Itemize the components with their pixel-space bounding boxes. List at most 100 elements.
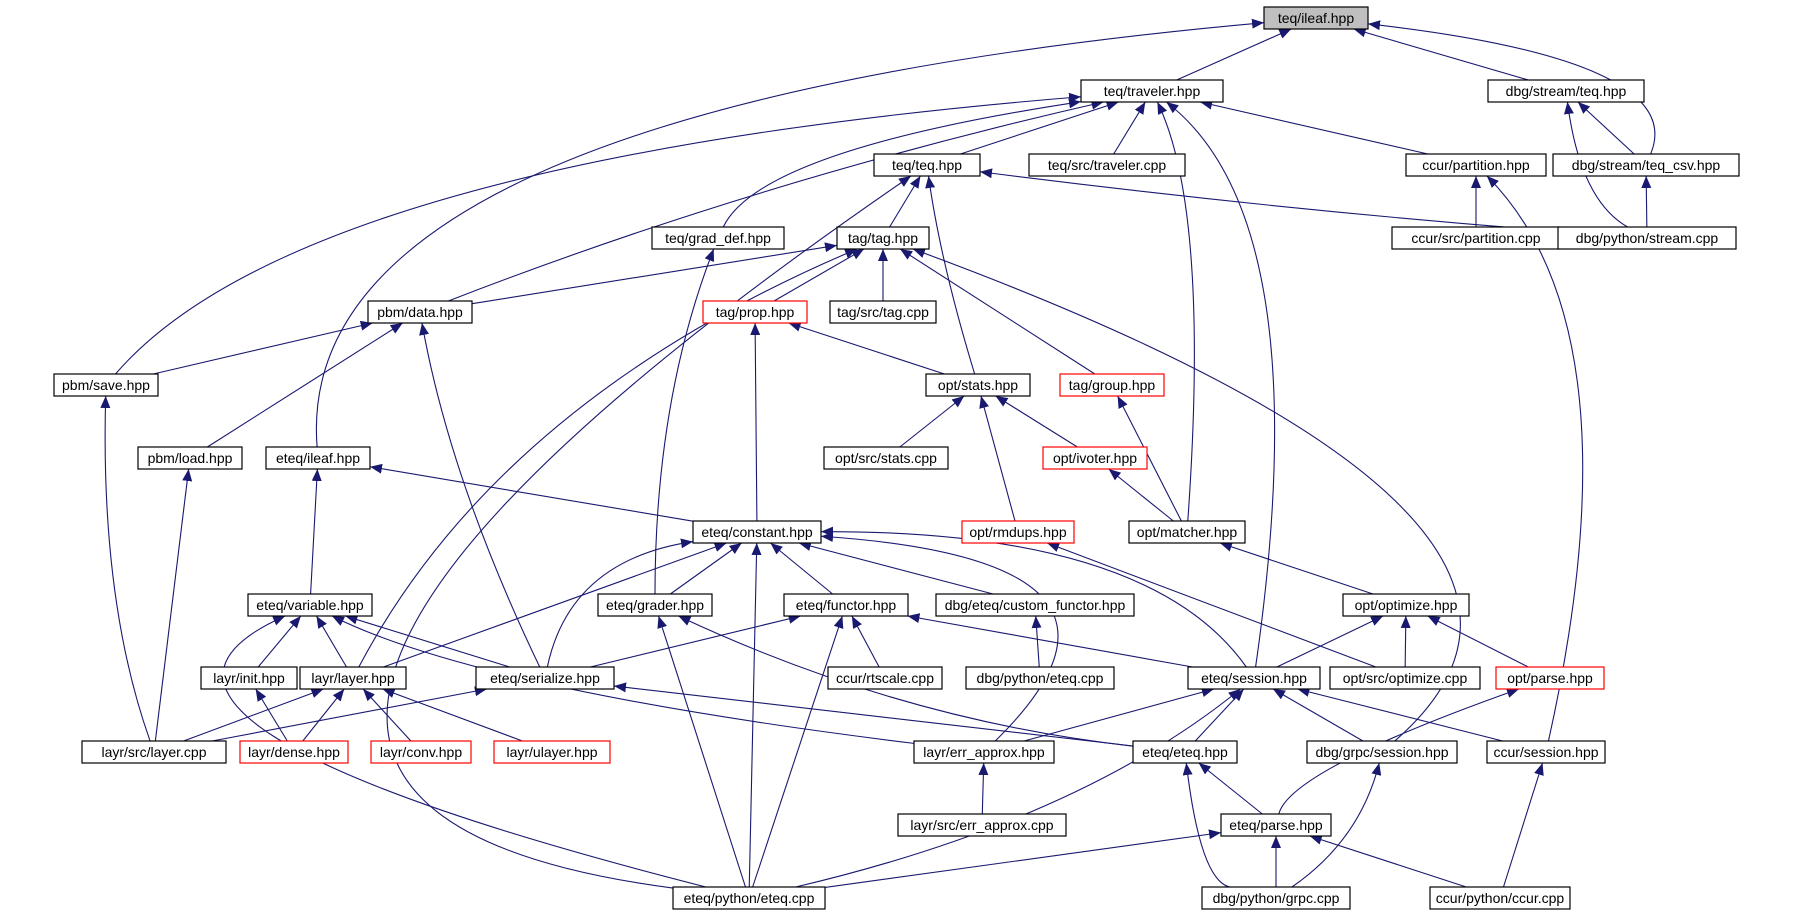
node-box[interactable] (1220, 813, 1332, 837)
node-box[interactable] (247, 593, 373, 617)
node-ccur-session[interactable]: ccur/session.hpp (1486, 740, 1606, 764)
node-box[interactable] (1128, 520, 1246, 544)
node-box[interactable] (897, 813, 1067, 837)
node-opt-matcher[interactable]: opt/matcher.hpp (1128, 520, 1246, 544)
node-tag-prop[interactable]: tag/prop.hpp (702, 300, 808, 324)
node-box[interactable] (597, 593, 713, 617)
node-box[interactable] (1487, 79, 1645, 103)
node-eteq-grader[interactable]: eteq/grader.hpp (597, 593, 713, 617)
node-tag-group[interactable]: tag/group.hpp (1059, 373, 1165, 397)
node-layr-dense[interactable]: layr/dense.hpp (239, 740, 349, 764)
node-dbg-eteq-custom-functor[interactable]: dbg/eteq/custom_functor.hpp (935, 593, 1135, 617)
node-eteq-python-eteq[interactable]: eteq/python/eteq.cpp (672, 886, 826, 910)
node-box[interactable] (836, 226, 930, 250)
node-box[interactable] (1306, 740, 1458, 764)
node-dbg-stream-teq-csv[interactable]: dbg/stream/teq_csv.hpp (1552, 153, 1740, 177)
node-eteq-functor[interactable]: eteq/functor.hpp (783, 593, 909, 617)
node-box[interactable] (672, 886, 826, 910)
node-teq-ileaf[interactable]: teq/ileaf.hpp (1263, 6, 1369, 30)
node-box[interactable] (239, 740, 349, 764)
node-ccur-python-ccur[interactable]: ccur/python/ccur.cpp (1429, 886, 1571, 910)
node-box[interactable] (493, 740, 611, 764)
node-pbm-data[interactable]: pbm/data.hpp (367, 300, 473, 324)
node-box[interactable] (1495, 666, 1605, 690)
node-dbg-python-eteq[interactable]: dbg/python/eteq.cpp (965, 666, 1115, 690)
node-ccur-partition[interactable]: ccur/partition.hpp (1405, 153, 1547, 177)
node-eteq-constant[interactable]: eteq/constant.hpp (692, 520, 822, 544)
node-box[interactable] (1486, 740, 1606, 764)
node-dbg-python-grpc[interactable]: dbg/python/grpc.cpp (1201, 886, 1351, 910)
node-box[interactable] (1028, 153, 1186, 177)
node-box[interactable] (1552, 153, 1740, 177)
node-tag-tag[interactable]: tag/tag.hpp (836, 226, 930, 250)
node-box[interactable] (873, 153, 981, 177)
node-layr-ulayer[interactable]: layr/ulayer.hpp (493, 740, 611, 764)
node-layr-conv[interactable]: layr/conv.hpp (370, 740, 472, 764)
node-box[interactable] (651, 226, 785, 250)
node-opt-src-stats[interactable]: opt/src/stats.cpp (823, 446, 949, 470)
node-box[interactable] (702, 300, 808, 324)
node-box[interactable] (965, 666, 1115, 690)
node-box[interactable] (783, 593, 909, 617)
node-box[interactable] (200, 666, 298, 690)
node-teq-grad-def[interactable]: teq/grad_def.hpp (651, 226, 785, 250)
node-layr-layer[interactable]: layr/layer.hpp (299, 666, 407, 690)
node-box[interactable] (475, 666, 615, 690)
node-box[interactable] (829, 300, 937, 324)
node-box[interactable] (935, 593, 1135, 617)
node-teq-teq[interactable]: teq/teq.hpp (873, 153, 981, 177)
node-box[interactable] (1059, 373, 1165, 397)
node-eteq-variable[interactable]: eteq/variable.hpp (247, 593, 373, 617)
node-box[interactable] (692, 520, 822, 544)
node-layr-src-err-approx[interactable]: layr/src/err_approx.cpp (897, 813, 1067, 837)
node-tag-src-tag[interactable]: tag/src/tag.cpp (829, 300, 937, 324)
node-eteq-eteq[interactable]: eteq/eteq.hpp (1132, 740, 1238, 764)
node-opt-ivoter[interactable]: opt/ivoter.hpp (1042, 446, 1148, 470)
node-eteq-ileaf[interactable]: eteq/ileaf.hpp (265, 446, 371, 470)
node-pbm-load[interactable]: pbm/load.hpp (137, 446, 243, 470)
node-opt-optimize[interactable]: opt/optimize.hpp (1342, 593, 1470, 617)
node-box[interactable] (827, 666, 943, 690)
node-teq-src-traveler[interactable]: teq/src/traveler.cpp (1028, 153, 1186, 177)
node-ccur-rtscale[interactable]: ccur/rtscale.cpp (827, 666, 943, 690)
node-opt-parse[interactable]: opt/parse.hpp (1495, 666, 1605, 690)
node-box[interactable] (1329, 666, 1481, 690)
node-eteq-serialize[interactable]: eteq/serialize.hpp (475, 666, 615, 690)
node-box[interactable] (299, 666, 407, 690)
node-box[interactable] (1132, 740, 1238, 764)
node-opt-src-optimize[interactable]: opt/src/optimize.cpp (1329, 666, 1481, 690)
node-pbm-save[interactable]: pbm/save.hpp (53, 373, 159, 397)
node-box[interactable] (1429, 886, 1571, 910)
node-box[interactable] (1042, 446, 1148, 470)
node-box[interactable] (370, 740, 472, 764)
node-eteq-session[interactable]: eteq/session.hpp (1187, 666, 1321, 690)
node-box[interactable] (925, 373, 1031, 397)
node-box[interactable] (913, 740, 1055, 764)
node-layr-err-approx[interactable]: layr/err_approx.hpp (913, 740, 1055, 764)
node-layr-src-layer[interactable]: layr/src/layer.cpp (81, 740, 227, 764)
node-box[interactable] (1342, 593, 1470, 617)
node-box[interactable] (1405, 153, 1547, 177)
node-dbg-grpc-session[interactable]: dbg/grpc/session.hpp (1306, 740, 1458, 764)
node-box[interactable] (265, 446, 371, 470)
node-box[interactable] (1080, 79, 1224, 103)
edge-opt_matcher-to-teq_traveler (1156, 101, 1195, 522)
node-box[interactable] (1557, 226, 1737, 250)
node-dbg-python-stream[interactable]: dbg/python/stream.cpp (1557, 226, 1737, 250)
node-box[interactable] (1201, 886, 1351, 910)
node-eteq-parse[interactable]: eteq/parse.hpp (1220, 813, 1332, 837)
node-opt-stats[interactable]: opt/stats.hpp (925, 373, 1031, 397)
node-box[interactable] (81, 740, 227, 764)
node-box[interactable] (1263, 6, 1369, 30)
node-box[interactable] (137, 446, 243, 470)
node-layr-init[interactable]: layr/init.hpp (200, 666, 298, 690)
node-box[interactable] (1187, 666, 1321, 690)
node-box[interactable] (961, 520, 1075, 544)
node-dbg-stream-teq[interactable]: dbg/stream/teq.hpp (1487, 79, 1645, 103)
node-opt-rmdups[interactable]: opt/rmdups.hpp (961, 520, 1075, 544)
node-box[interactable] (53, 373, 159, 397)
node-teq-traveler[interactable]: teq/traveler.hpp (1080, 79, 1224, 103)
node-box[interactable] (367, 300, 473, 324)
node-box[interactable] (823, 446, 949, 470)
node-ccur-src-partition[interactable]: ccur/src/partition.cpp (1391, 226, 1561, 250)
